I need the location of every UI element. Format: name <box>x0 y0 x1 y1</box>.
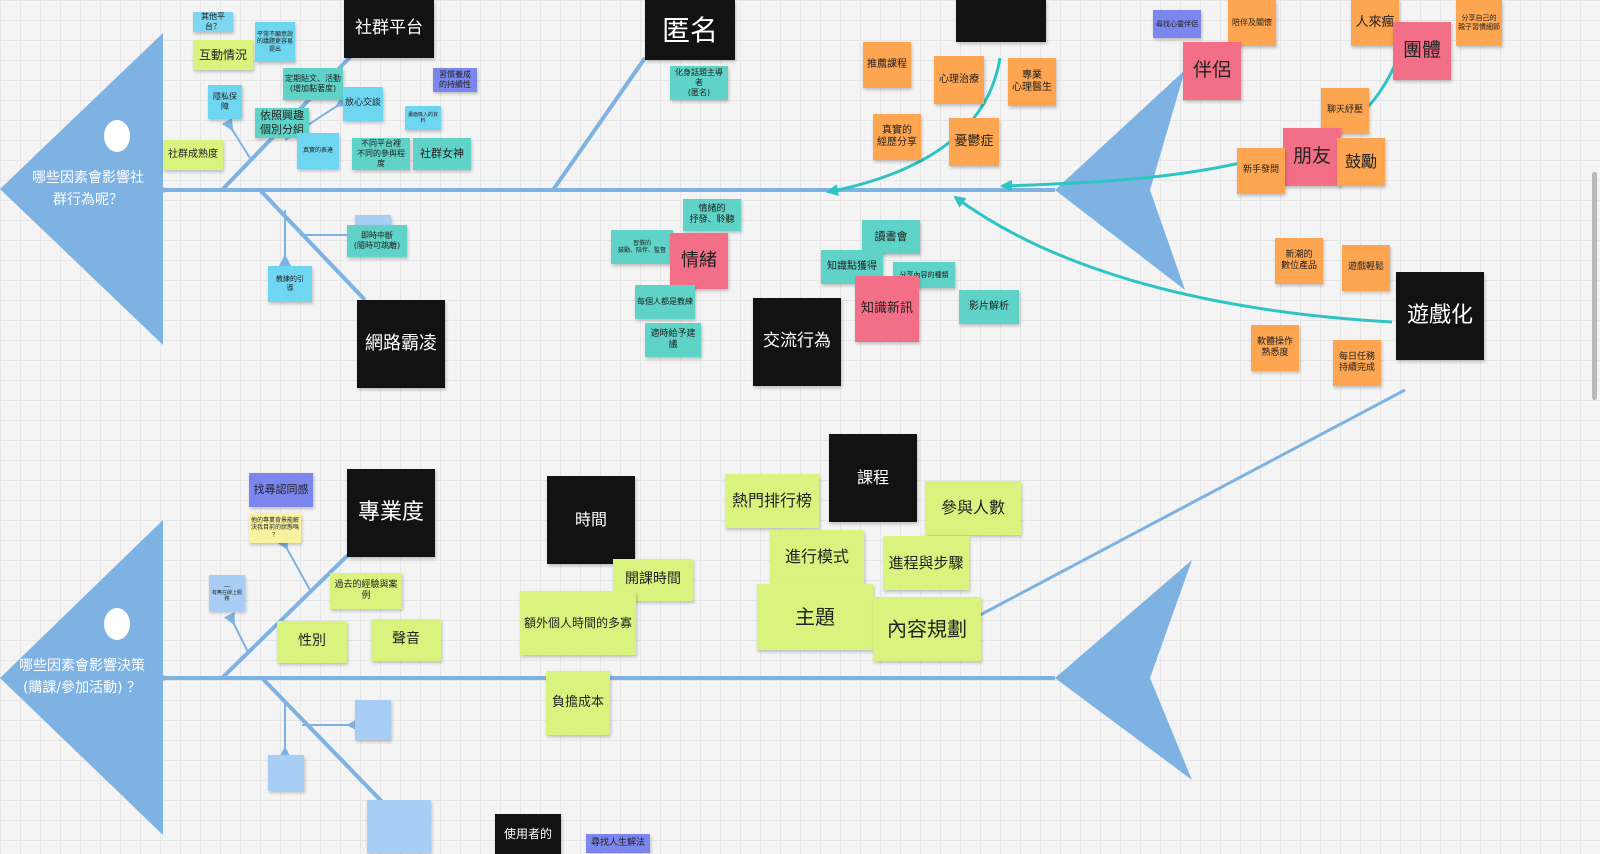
sticky-note[interactable]: 陪伴及關懷 <box>1228 0 1276 46</box>
category-note[interactable]: 遊戲化 <box>1396 272 1484 360</box>
sticky-note[interactable]: 人來瘋 <box>1351 0 1399 46</box>
category-note[interactable]: 時間 <box>547 476 635 564</box>
sticky-note[interactable]: 過去的經驗與案例 <box>330 573 402 609</box>
sticky-note[interactable]: 社群成熟度 <box>163 140 223 170</box>
sticky-note[interactable]: 聲音 <box>371 619 441 661</box>
fish-tail-bottom <box>1055 560 1192 780</box>
sticky-note[interactable]: 憂鬱症 <box>949 118 999 166</box>
sticky-note[interactable]: 隱私保障 <box>208 85 242 119</box>
sticky-note[interactable]: 團體 <box>1393 22 1451 80</box>
fish-head-label-top: 哪些因素會影響社 群行為呢？ <box>32 170 144 208</box>
bone-anonymous <box>551 56 647 192</box>
sticky-note[interactable]: 每個人都是教練 <box>635 285 695 319</box>
fish-eye-top <box>104 120 130 152</box>
sticky-note[interactable]: 適時給予建議 <box>645 323 701 357</box>
sticky-note[interactable]: 軟體操作 熟悉度 <box>1251 325 1299 371</box>
sticky-note[interactable]: 聊天紓壓 <box>1321 88 1369 134</box>
sticky-note[interactable]: 專業 心理醫生 <box>1008 58 1056 106</box>
sticky-note[interactable]: 即時中斷 (隨時可跳離) <box>347 225 407 257</box>
bone-cyberbullying <box>258 188 367 302</box>
sticky-note[interactable]: 互動情況 <box>193 40 253 70</box>
connector-gamification <box>953 195 1393 324</box>
sticky-note[interactable]: 不同平台裡 不同的參與程度 <box>352 138 410 170</box>
sticky-note[interactable]: 情緒的 抒發、聆聽 <box>683 199 741 231</box>
sticky-note[interactable]: 額外個人時間的多寡 <box>520 591 636 655</box>
fish-head-top <box>0 33 163 345</box>
sticky-note[interactable]: 他的專業背景能解 決我目前的狀態嗎 ？ <box>249 513 301 543</box>
sticky-note[interactable]: 習慣的 鼓勵、陪伴、監督 <box>611 230 673 264</box>
sticky-note[interactable]: 內容規劃 <box>873 597 981 661</box>
sticky-note[interactable]: 伴侶 <box>1183 42 1241 100</box>
sub-bone-bottom-1 <box>276 536 311 591</box>
sticky-note[interactable]: 新手發問 <box>1237 148 1285 194</box>
category-note[interactable]: 網路霸凌 <box>357 300 445 388</box>
sticky-note[interactable]: 性別 <box>277 621 347 663</box>
sticky-note[interactable]: 畫面吸入的資料 <box>405 106 441 130</box>
sticky-note[interactable]: 放心交談 <box>343 87 383 121</box>
category-note[interactable]: 專業度 <box>347 469 435 557</box>
sticky-note[interactable]: 參與人數 <box>925 481 1021 535</box>
sticky-note[interactable]: 進程與步驟 <box>883 536 969 590</box>
bone-professionalism <box>220 553 350 680</box>
sticky-note[interactable] <box>268 755 304 791</box>
sticky-note[interactable]: 平常不願意說 的議題更容易 提出 <box>255 22 295 62</box>
sticky-note[interactable]: 主題 <box>757 584 873 650</box>
vertical-scrollbar[interactable] <box>1592 172 1597 400</box>
sticky-note[interactable] <box>355 700 391 740</box>
sticky-note[interactable]: 讀書會 <box>862 220 920 254</box>
sticky-note[interactable]: 真實的表達 <box>297 133 339 169</box>
sub-bone-bottom-2 <box>223 611 249 653</box>
sticky-note[interactable]: 真實的 經歷分享 <box>873 114 921 160</box>
sticky-note[interactable]: 遊戲輕鬆 <box>1342 245 1390 291</box>
sticky-note[interactable]: 定期貼文、活動 (增加黏著度) <box>283 68 343 100</box>
sticky-note[interactable]: ── 有無在線上服務 <box>209 575 245 611</box>
category-note[interactable]: 交流行為 <box>753 298 841 386</box>
fish-head-label-bottom: 哪些因素會影響決策 (購課/參加活動) ？ <box>19 658 145 696</box>
sticky-note[interactable]: 分享自己的 親子習慣細節 <box>1456 0 1502 46</box>
sticky-note[interactable]: 習慣養成 的持續性 <box>433 68 477 92</box>
sticky-note[interactable]: 推薦課程 <box>863 42 911 88</box>
sticky-note[interactable]: 知識新訊 <box>855 276 919 342</box>
sticky-note[interactable]: 每日任務 持續完成 <box>1333 340 1381 386</box>
fish-head-bottom <box>0 520 163 835</box>
bone-user <box>260 676 392 812</box>
sticky-note[interactable]: 朋友 <box>1283 128 1341 186</box>
sub-bone-top-2 <box>221 117 251 159</box>
category-note[interactable]: 使用者的 <box>495 814 561 854</box>
category-note[interactable] <box>956 0 1046 42</box>
sticky-note[interactable]: 熱門排行榜 <box>725 474 819 528</box>
sticky-note[interactable]: 社群女神 <box>413 138 471 170</box>
sticky-note[interactable]: 心理治療 <box>934 56 984 104</box>
fish-eye-bottom <box>104 608 130 640</box>
sticky-note[interactable]: 尋找人生解法 <box>586 834 650 853</box>
bone-course <box>979 388 1406 617</box>
sticky-note[interactable]: 情緒 <box>670 233 728 289</box>
sticky-note[interactable]: 鼓勵 <box>1337 138 1385 186</box>
sticky-note[interactable]: 尋找心靈伴侶 <box>1153 10 1201 38</box>
category-note[interactable]: 社群平台 <box>344 0 434 58</box>
category-note[interactable]: 匿名 <box>645 0 735 60</box>
sticky-note[interactable]: 影片解析 <box>959 290 1019 324</box>
sticky-note[interactable]: 新潮的 數位產品 <box>1275 238 1323 284</box>
sticky-note[interactable]: 化身話題主導者 (匿名) <box>670 66 728 100</box>
sticky-note[interactable]: 教練的引 導 <box>268 266 312 302</box>
sticky-note[interactable]: 其他平台？ <box>193 12 233 32</box>
sticky-note[interactable]: 進行模式 <box>770 530 864 584</box>
sticky-note[interactable] <box>367 800 431 853</box>
category-note[interactable]: 課程 <box>829 434 917 522</box>
sticky-note[interactable]: 負擔成本 <box>546 671 610 735</box>
sticky-note[interactable]: 找尋認同感 <box>249 473 313 507</box>
